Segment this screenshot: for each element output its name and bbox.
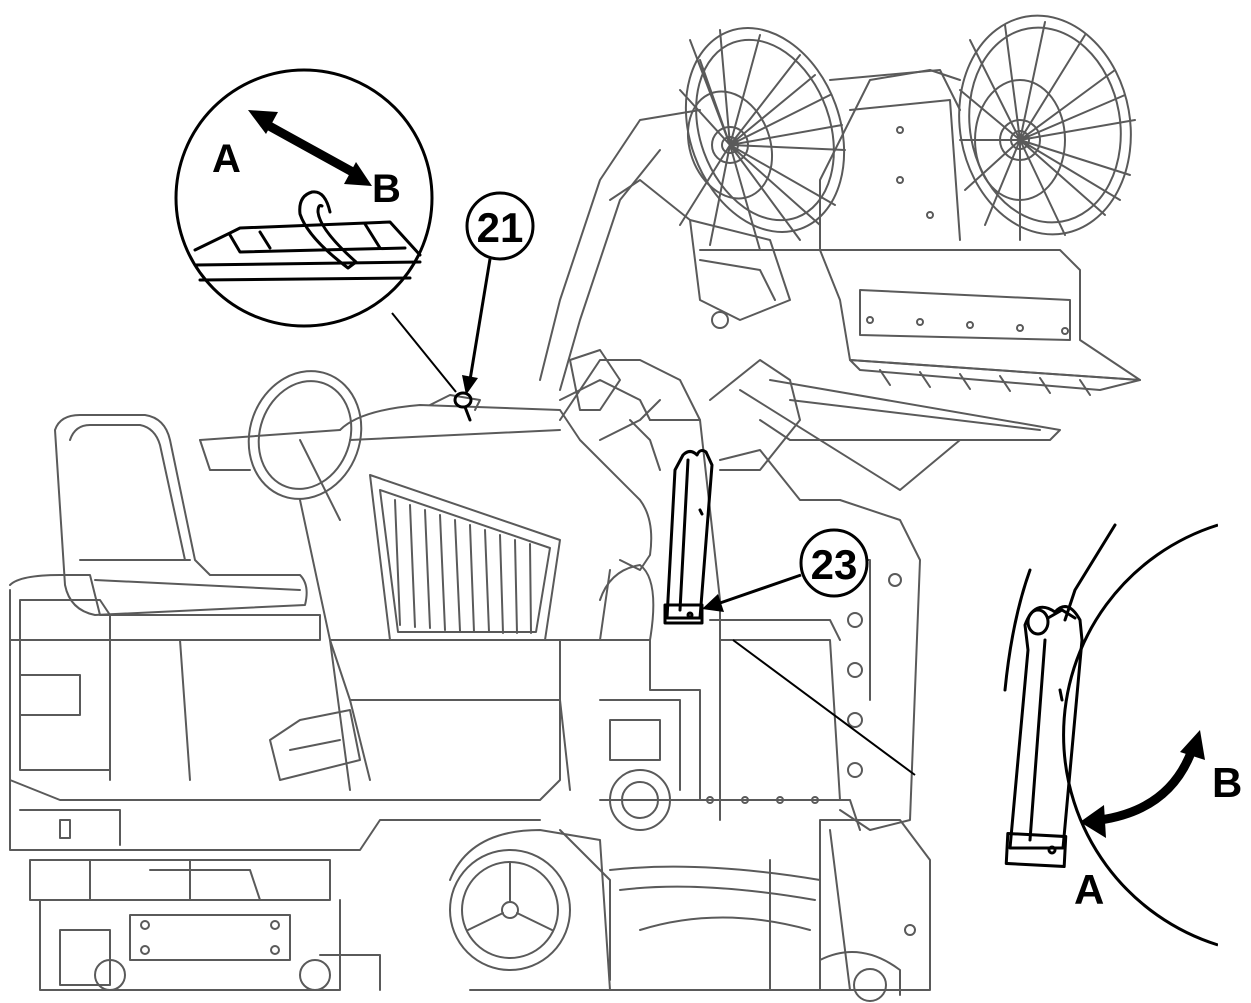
detail-top-arrow	[248, 110, 372, 186]
detail-right-leader	[732, 639, 916, 776]
detail-right-lever	[1004, 605, 1084, 868]
left-brush	[679, 27, 846, 251]
detail-right: B A	[1003, 520, 1251, 950]
detail-right-label-a: A	[1074, 866, 1104, 913]
detail-right-frame-lines	[1003, 523, 1117, 692]
hood-lock-pin	[453, 391, 473, 422]
detail-top-hood	[193, 220, 422, 282]
callout-21: 21	[462, 191, 535, 395]
detail-top: A B	[174, 68, 434, 328]
detail-top-pin	[298, 190, 358, 270]
detail-top-leader	[391, 312, 457, 393]
right-brush	[958, 14, 1136, 241]
callout-23-label: 23	[811, 541, 858, 588]
detail-right-label-b: B	[1212, 759, 1242, 806]
callout-21-label: 21	[477, 204, 524, 251]
lock-lever	[663, 449, 714, 625]
detail-right-arrow	[1080, 730, 1205, 838]
detail-top-label-b: B	[372, 167, 401, 211]
machine-body	[9, 14, 1141, 1002]
callout-23: 23	[702, 528, 869, 612]
detail-top-label-a: A	[212, 137, 241, 181]
